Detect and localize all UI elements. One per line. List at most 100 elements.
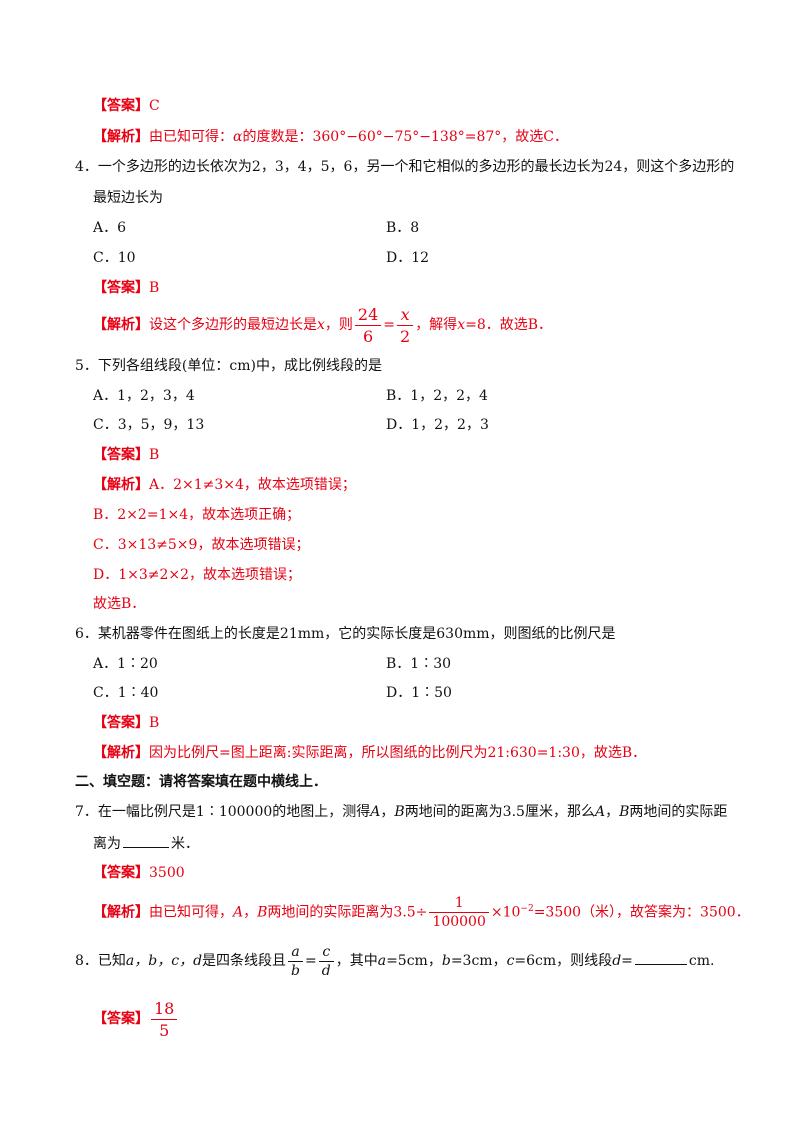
answer-tag: 【答案】 bbox=[93, 447, 149, 463]
stem-text: =3cm， bbox=[450, 953, 507, 969]
q5-analysis-line-1: 【解析】A．2×1≠3×4，故本选项错误； bbox=[93, 475, 356, 495]
q3-answer: 【答案】C bbox=[93, 96, 160, 116]
q6-option-c: C．1∶40 bbox=[93, 685, 159, 701]
fraction-denominator: d bbox=[321, 962, 331, 979]
q7-answer: 【答案】3500 bbox=[93, 863, 185, 883]
fraction-numerator: x bbox=[397, 305, 414, 326]
q5-option-a: A．1，2，3，4 bbox=[93, 388, 195, 404]
variable-x: x bbox=[457, 317, 466, 333]
analysis-text: ，则 bbox=[324, 317, 353, 333]
q6-stem: 6．某机器零件在图纸上的长度是21mm，它的实际长度是630mm，则图纸的比例尺… bbox=[75, 626, 616, 642]
equals-sign: = bbox=[305, 953, 317, 969]
answer-tag: 【答案】 bbox=[93, 98, 149, 114]
answer-value: B bbox=[149, 447, 160, 463]
fraction-numerator: c bbox=[318, 944, 334, 962]
stem-text: ，其中 bbox=[335, 953, 378, 969]
q5-option-c: C．3，5，9，13 bbox=[93, 417, 205, 433]
answer-value: B bbox=[149, 715, 160, 731]
fraction-numerator: a bbox=[288, 944, 304, 962]
answer-tag: 【答案】 bbox=[93, 280, 149, 296]
analysis-text: ×10 bbox=[490, 904, 521, 921]
q4-answer: 【答案】B bbox=[93, 278, 159, 298]
point-a: A bbox=[594, 804, 606, 820]
q5-option-b: B．1，2，2，4 bbox=[386, 388, 488, 404]
analysis-text: =3500（米），故答案为：3500． bbox=[533, 904, 750, 921]
q6-option-d: D．1∶50 bbox=[386, 685, 452, 701]
variable-c: c bbox=[506, 953, 515, 969]
separator: ， bbox=[243, 904, 258, 921]
q5-analysis-line-3: C．3×13≠5×9，故本选项错误； bbox=[93, 537, 310, 553]
answer-value: B bbox=[149, 280, 160, 296]
q7-stem-line1: 7．在一幅比例尺是1∶100000的地图上，测得A，B两地间的距离为3.5厘米，… bbox=[75, 802, 727, 822]
analysis-tag: 【解析】 bbox=[93, 904, 149, 921]
q4-stem-line1: 4．一个多边形的边长依次为2，3，4，5，6，另一个和它相似的多边形的最长边长为… bbox=[75, 159, 735, 175]
q6-analysis: 【解析】因为比例尺=图上距离:实际距离，所以图纸的比例尺为21:630=1:30… bbox=[93, 743, 646, 763]
stem-text: 两地间的实际距 bbox=[629, 804, 728, 820]
fraction-denominator: 100000 bbox=[432, 914, 486, 931]
variables: a，b，c，d bbox=[125, 953, 203, 969]
fraction-numerator: 1 bbox=[429, 895, 489, 914]
separator: ， bbox=[605, 804, 620, 820]
fraction-numerator: 18 bbox=[151, 999, 178, 1020]
answer-blank[interactable] bbox=[123, 833, 169, 848]
equals-sign: = bbox=[621, 953, 633, 969]
answer-tag: 【答案】 bbox=[93, 865, 149, 881]
point-b: B bbox=[257, 904, 268, 921]
fraction-denominator: 2 bbox=[400, 326, 411, 346]
q5-analysis-line-4: D．1×3≠2×2，故本选项错误； bbox=[93, 567, 302, 583]
point-b: B bbox=[619, 804, 630, 820]
answer-blank[interactable] bbox=[634, 950, 687, 965]
analysis-text: A．2×1≠3×4，故本选项错误； bbox=[149, 477, 356, 493]
stem-text: 离为 bbox=[93, 836, 121, 852]
analysis-text: ，解得 bbox=[415, 317, 458, 333]
analysis-text: 设这个多边形的最短边长是 bbox=[149, 317, 317, 333]
point-a: A bbox=[233, 904, 244, 921]
variable-a: a bbox=[377, 953, 387, 969]
q5-analysis-line-5: 故选B． bbox=[93, 596, 146, 612]
analysis-text: 由已知可得： bbox=[149, 129, 233, 145]
alpha-symbol: α bbox=[233, 129, 243, 145]
analysis-tag: 【解析】 bbox=[93, 317, 149, 333]
q5-answer: 【答案】B bbox=[93, 445, 159, 465]
analysis-text: 的度数是：360°−60°−75°−138°=87°，故选C． bbox=[242, 129, 568, 145]
stem-text: 8．已知 bbox=[75, 953, 126, 969]
q4-option-a: A．6 bbox=[93, 220, 127, 236]
analysis-text: 因为比例尺=图上距离:实际距离，所以图纸的比例尺为21:630=1:30，故选B… bbox=[149, 745, 647, 761]
q5-analysis-line-2: B．2×2=1×4，故本选项正确； bbox=[93, 507, 301, 523]
answer-tag: 【答案】 bbox=[93, 715, 149, 731]
q6-option-b: B．1∶30 bbox=[386, 656, 452, 672]
answer-value: 3500 bbox=[149, 865, 185, 881]
answer-tag: 【答案】 bbox=[93, 1011, 149, 1027]
fraction-denominator: 6 bbox=[362, 326, 374, 346]
analysis-tag: 【解析】 bbox=[93, 129, 149, 145]
answer-value: C bbox=[149, 98, 160, 114]
q3-analysis: 【解析】由已知可得：α的度数是：360°−60°−75°−138°=87°，故选… bbox=[93, 127, 568, 147]
q4-option-b: B．8 bbox=[386, 220, 420, 236]
stem-text: 米． bbox=[171, 836, 199, 852]
stem-text: 是四条线段且 bbox=[202, 953, 287, 969]
q6-answer: 【答案】B bbox=[93, 713, 159, 733]
fraction-denominator: b bbox=[291, 962, 301, 979]
variable-x: x bbox=[317, 317, 325, 333]
point-a: A bbox=[370, 804, 381, 820]
variable-b: b bbox=[441, 953, 451, 969]
analysis-tag: 【解析】 bbox=[93, 745, 149, 761]
analysis-text: =8．故选B． bbox=[465, 317, 553, 333]
stem-text: =6cm，则线段 bbox=[514, 953, 613, 969]
q5-option-d: D．1，2，2，3 bbox=[386, 417, 489, 433]
stem-text: 两地间的距离为3.5厘米，那么 bbox=[404, 804, 595, 820]
equals-sign: = bbox=[383, 317, 395, 333]
fraction-numerator: 24 bbox=[354, 305, 382, 326]
q6-option-a: A．1∶20 bbox=[93, 656, 158, 672]
point-b: B bbox=[394, 804, 405, 820]
q4-option-d: D．12 bbox=[386, 250, 430, 266]
